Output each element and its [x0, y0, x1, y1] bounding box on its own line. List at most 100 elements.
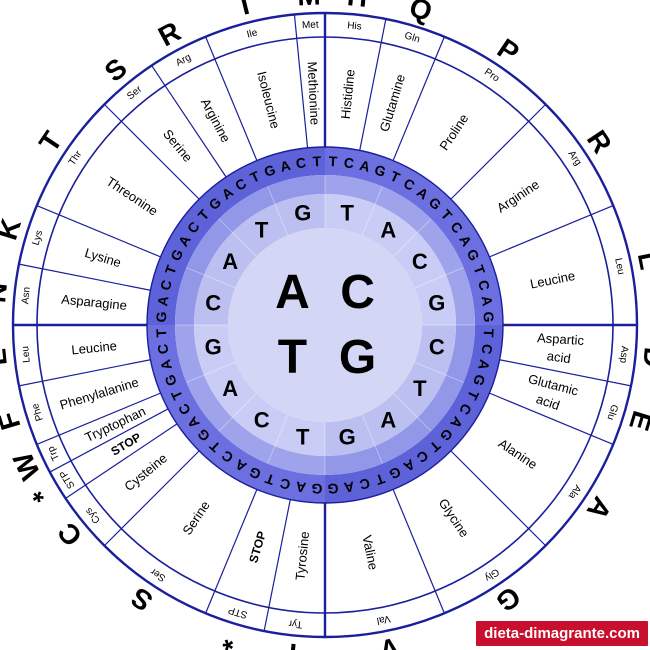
amino-acid-divider	[103, 103, 200, 200]
amino-acid-letter: H	[346, 0, 369, 13]
second-base-letter: T	[413, 376, 427, 401]
amino-acid-name: Lysine	[83, 245, 123, 270]
amino-acid-letter: V	[377, 632, 402, 650]
second-base-ring-inner	[194, 194, 325, 325]
third-base-letter: C	[479, 343, 496, 355]
second-base-ring	[325, 325, 475, 475]
first-base-letter: T	[278, 331, 307, 384]
amino-acid-name: Isoleucine	[254, 70, 283, 130]
amino-acid-name: acid	[534, 391, 561, 413]
amino-acid-name: Leucine	[529, 268, 577, 292]
inner-boundary-circle	[146, 146, 504, 504]
first-base-letter: A	[275, 266, 310, 319]
amino-acid-abbr: Asp	[617, 345, 630, 364]
amino-acid-abbr: Lys	[30, 229, 45, 247]
amino-acid-name: Asparagine	[61, 292, 128, 313]
second-base-letter: A	[222, 376, 238, 401]
amino-acid-abbr: Ser	[148, 565, 168, 583]
amino-acid-abbr: Thr	[67, 148, 85, 167]
stop-label: STOP	[246, 529, 269, 564]
amino-acid-name: Serine	[179, 498, 212, 538]
amino-acid-abbr: Ala	[566, 483, 583, 501]
amino-acid-letter: L	[632, 249, 650, 272]
amino-acid-divider	[18, 359, 151, 387]
second-base-letter: T	[296, 424, 310, 449]
first-base-letter: G	[339, 331, 376, 384]
amino-acid-name: Glutamine	[377, 72, 409, 133]
amino-acid-letter: I	[237, 0, 252, 21]
third-base-letter: G	[327, 481, 339, 498]
amino-acid-name: Threonine	[104, 174, 161, 219]
amino-acid-divider	[489, 392, 614, 445]
nucleotide-rings	[147, 147, 503, 503]
amino-acid-abbr: STP	[227, 604, 249, 620]
amino-acid-name: Tyrosine	[292, 531, 312, 581]
second-base-ring	[325, 175, 475, 325]
second-base-letter: G	[205, 335, 222, 360]
second-base-letter: T	[255, 218, 269, 243]
amino-acid-divider	[450, 450, 547, 547]
second-base-divider	[267, 414, 289, 464]
amino-acid-abbr: Tyr	[287, 617, 303, 629]
amino-acid-name: Proline	[436, 111, 471, 153]
second-base-divider	[393, 218, 432, 257]
second-base-letter: C	[254, 407, 270, 432]
second-base-letter: T	[341, 201, 355, 226]
second-base-letter: G	[294, 201, 311, 226]
amino-acid-divider	[151, 65, 227, 178]
amino-acid-name: Aspartic	[537, 330, 585, 348]
second-base-ring-inner	[325, 194, 456, 325]
amino-acid-letter: N	[0, 281, 13, 304]
amino-acid-name: Valine	[359, 534, 381, 571]
watermark: dieta-dimagrante.com	[476, 621, 648, 646]
amino-acid-name: Glycine	[436, 496, 473, 540]
amino-acid-name: Glutamic	[527, 371, 581, 399]
amino-acid-divider	[489, 205, 614, 258]
center-disc	[228, 228, 422, 422]
third-base-letter: A	[278, 157, 292, 175]
amino-acid-name: acid	[546, 348, 572, 366]
third-base-letter: T	[312, 153, 322, 169]
second-base-divider	[361, 414, 383, 464]
third-base-ring	[147, 147, 325, 325]
amino-acid-letter: Q	[406, 0, 436, 27]
third-base-letter: G	[153, 311, 170, 323]
third-base-ring	[325, 325, 503, 503]
amino-acid-name: Alanine	[496, 436, 540, 473]
amino-acid-abbr: Ser	[125, 83, 145, 102]
third-base-letter: G	[481, 311, 498, 323]
amino-acid-abbr: Leu	[612, 257, 626, 276]
amino-acid-letter: *	[219, 624, 239, 650]
third-base-letter: A	[358, 157, 372, 175]
amino-acid-divider	[36, 392, 161, 445]
third-base-letter: C	[278, 475, 292, 493]
second-base-ring-inner	[325, 325, 456, 456]
second-base-divider	[218, 393, 257, 432]
third-base-ring	[325, 147, 503, 325]
amino-acid-divider	[392, 489, 445, 614]
amino-acid-divider	[450, 103, 547, 200]
third-base-letter: A	[157, 358, 175, 372]
third-base-letter: A	[343, 479, 355, 496]
amino-acid-letter: D	[637, 346, 650, 369]
third-base-letter: A	[154, 295, 171, 307]
third-base-letter: T	[328, 153, 338, 169]
amino-acid-name: Leucine	[71, 338, 118, 357]
amino-acid-abbr: Arg	[566, 149, 584, 168]
amino-acid-divider	[263, 499, 291, 632]
amino-acid-name: Arginine	[198, 96, 234, 145]
third-base-letter: A	[295, 479, 307, 496]
amino-acid-divider	[293, 14, 309, 148]
second-base-divider	[218, 218, 257, 257]
second-base-divider	[393, 393, 432, 432]
amino-acid-abbr: Cys	[83, 505, 102, 525]
second-base-divider	[267, 186, 289, 236]
amino-acid-letter: T	[33, 126, 68, 157]
amino-acid-letter: F	[0, 408, 27, 433]
second-base-letter: A	[222, 249, 238, 274]
third-base-letter: C	[343, 154, 355, 171]
amino-acid-divider	[49, 408, 169, 473]
amino-acid-abbr: Phe	[30, 402, 46, 423]
second-base-divider	[186, 267, 236, 289]
